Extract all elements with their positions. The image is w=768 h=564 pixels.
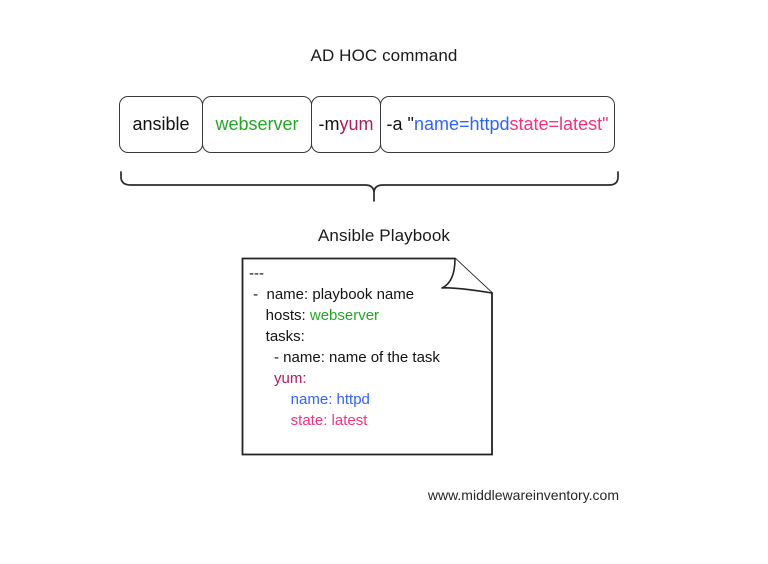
module-args-box[interactable]: -a "name=httpd state=latest"	[380, 96, 615, 153]
token-args-flag: -a "	[386, 114, 414, 134]
page-title-adhoc-command: AD HOC command	[310, 46, 458, 65]
token-module-flag: -m	[318, 114, 340, 134]
yaml-line-name-httpd: name: httpd	[249, 391, 370, 408]
yaml-line-yum-module: yum:	[249, 370, 307, 387]
yaml-line-hosts: hosts: webserver	[249, 305, 493, 326]
equivalence-brace	[112, 163, 632, 209]
page-title-ansible-playbook: Ansible Playbook	[317, 226, 450, 245]
yaml-value-hosts: webserver	[309, 307, 380, 324]
ansible-command-box[interactable]: ansible	[119, 96, 203, 153]
inventory-group-box[interactable]: webserver	[202, 96, 312, 153]
yaml-line-tasks: tasks:	[249, 328, 305, 345]
token-webserver: webserver	[215, 114, 299, 134]
adhoc-command-row: ansible webserver -m yum -a "name=httpd …	[119, 96, 615, 153]
yaml-key-hosts: hosts:	[249, 307, 310, 324]
document-shape-icon	[241, 257, 493, 456]
playbook-document[interactable]: --- - name: playbook name hosts: webserv…	[241, 257, 493, 456]
token-yum-module: yum	[339, 114, 374, 134]
playbook-yaml-content: --- - name: playbook name hosts: webserv…	[241, 257, 493, 456]
token-arg-name: name=httpd	[413, 114, 510, 134]
module-flag-box[interactable]: -m yum	[311, 96, 381, 153]
token-ansible: ansible	[132, 114, 190, 134]
token-arg-state: state=latest"	[509, 114, 609, 134]
yaml-line-play-name: - name: playbook name	[249, 286, 415, 303]
yaml-line-document-start: ---	[249, 265, 264, 282]
brace-icon	[120, 171, 619, 202]
footer-watermark-url: www.middlewareinventory.com	[427, 487, 619, 503]
yaml-line-state-latest: state: latest	[249, 412, 368, 429]
yaml-line-task-name: - name: name of the task	[249, 349, 440, 366]
